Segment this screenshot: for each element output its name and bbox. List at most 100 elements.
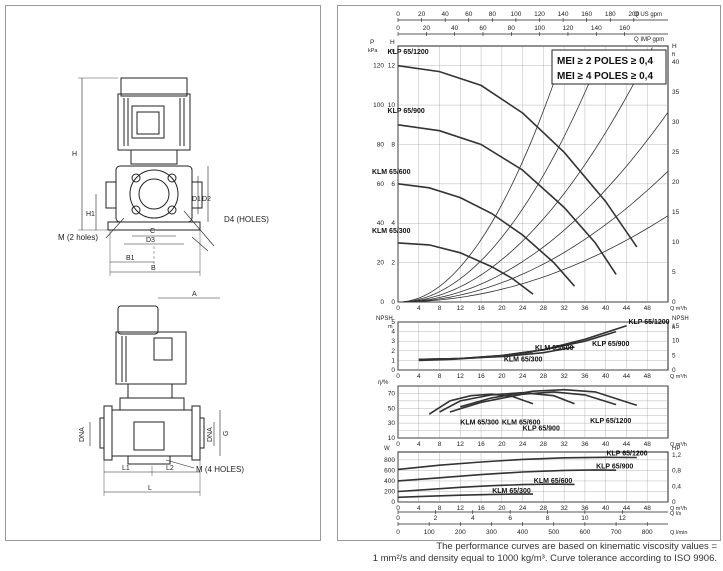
head-ft-tick: 15 — [672, 209, 680, 216]
dim-label-h: H — [72, 151, 77, 158]
bottom-dimension-labels: A DNA DNA G L1 L2 L M (4 HOLES) — [79, 291, 244, 492]
dim-label-a: A — [192, 291, 197, 298]
npsh-m-unit: m — [388, 324, 393, 330]
head-x-tick: 12 — [457, 305, 465, 312]
npsh-series-label: KLP 65/900 — [592, 341, 629, 348]
lmin-tick-label: 600 — [579, 529, 590, 536]
head-x-tick: 36 — [581, 305, 589, 312]
head-kpa-tick: 0 — [380, 299, 384, 306]
head-kpa-tick: 100 — [373, 102, 384, 109]
npsh-x-unit: Q m³/h — [670, 374, 687, 380]
lmin-tick-label: 100 — [424, 529, 435, 536]
head-ft-tick: 40 — [672, 59, 680, 66]
head-series-label: KLP 65/900 — [388, 108, 425, 115]
eff-series-label: KLP 65/900 — [523, 426, 560, 433]
power-hp-tick: 0,4 — [672, 483, 681, 490]
power-w-label: W — [384, 446, 390, 452]
footnote-line-1: The performance curves are based on kine… — [436, 541, 717, 552]
npsh-ft-tick: 15 — [672, 323, 680, 330]
power-x-tick: 0 — [396, 505, 400, 512]
power-series-label: KLP 65/900 — [596, 463, 633, 470]
us-gpm-tick-label: 100 — [510, 11, 521, 18]
pump-flange-circle — [129, 169, 179, 219]
dim-label-b1: B1 — [126, 255, 135, 262]
eff-x-tick: 0 — [396, 441, 400, 448]
dimension-drawing: H H1 D1 D2 C D3 B1 B M (2 holes) D4 (HOL… — [58, 77, 269, 496]
npsh-x-tick: 8 — [438, 373, 442, 380]
power-series-label: KLM 65/300 — [492, 488, 531, 495]
inlet-flange — [103, 405, 113, 461]
head-ft-tick: 35 — [672, 89, 680, 96]
us-gpm-tick-label: 40 — [442, 11, 450, 18]
npsh-ft-tick: 5 — [672, 352, 676, 359]
eff-x-tick: 36 — [581, 441, 589, 448]
outlet-flange — [191, 405, 201, 461]
imp-gpm-tick-label: 120 — [563, 25, 574, 32]
us-gpm-tick-label: 60 — [465, 11, 473, 18]
head-kpa-tick: 80 — [377, 141, 385, 148]
head-ft-tick: 10 — [672, 239, 680, 246]
eff-label: η/% — [378, 380, 389, 386]
lmin-tick-label: 800 — [642, 529, 653, 536]
power-curve-klp-65-900 — [397, 469, 617, 482]
lmin-tick-label: 700 — [611, 529, 622, 536]
npsh-x-tick: 44 — [623, 373, 631, 380]
npsh-ft-tick: 10 — [672, 338, 680, 345]
eff-x-unit: Q m³/h — [670, 442, 687, 448]
npsh-right-label: NPSH — [672, 316, 689, 322]
power-x-tick: 20 — [498, 505, 506, 512]
imp-gpm-tick-label: 20 — [423, 25, 431, 32]
eff-curve-klp-65-900 — [449, 391, 617, 413]
head-x-unit: Q m³/h — [670, 306, 687, 312]
head-series-label: KLM 65/600 — [372, 169, 411, 176]
power-x-tick: 44 — [623, 505, 631, 512]
npsh-x-tick: 20 — [498, 373, 506, 380]
system-curve — [397, 56, 601, 303]
head-x-tick: 28 — [540, 305, 548, 312]
head-x-tick: 8 — [438, 305, 442, 312]
lmin-tick-label: 300 — [486, 529, 497, 536]
head-series-label: KLM 65/300 — [372, 228, 411, 235]
system-curve — [397, 52, 565, 303]
ls-tick-label: 10 — [581, 515, 589, 522]
head-x-tick: 48 — [644, 305, 652, 312]
lmin-unit: Q l/min — [670, 530, 687, 536]
system-curve — [397, 111, 669, 303]
power-x-tick: 36 — [581, 505, 589, 512]
eff-tick: 10 — [388, 435, 396, 442]
head-m-tick: 12 — [388, 63, 396, 70]
npsh-x-tick: 12 — [457, 373, 465, 380]
power-curve-klm-65-600 — [397, 483, 575, 493]
side-motor-fan — [117, 305, 159, 335]
head-h-label: H — [390, 39, 395, 46]
footnote: The performance curves are based on kine… — [217, 541, 717, 565]
head-x-tick: 16 — [477, 305, 485, 312]
us-gpm-tick-label: 140 — [558, 11, 569, 18]
head-x-tick: 20 — [498, 305, 506, 312]
dim-label-dna-left: DNA — [79, 427, 86, 442]
power-w-tick: 600 — [384, 467, 395, 474]
lmin-tick-label: 0 — [396, 529, 400, 536]
npsh-ft-tick: 0 — [672, 367, 676, 374]
dim-label-dna-right: DNA — [207, 427, 214, 442]
mei-2-poles: MEI ≥ 2 POLES ≥ 0,4 — [557, 56, 653, 67]
head-m-tick: 10 — [388, 102, 396, 109]
dim-label-d3: D3 — [146, 237, 155, 244]
npsh-m-tick: 4 — [391, 329, 395, 336]
head-p-label: P — [370, 39, 374, 46]
power-x-tick: 40 — [602, 505, 610, 512]
head-kpa-tick: 60 — [377, 181, 385, 188]
eff-curve-klm-65-600 — [439, 391, 575, 413]
dim-label-h1: H1 — [86, 211, 95, 218]
power-w-tick: 0 — [391, 499, 395, 506]
power-hp-tick: 0 — [672, 499, 676, 506]
eff-x-tick: 32 — [561, 441, 569, 448]
eff-x-tick: 44 — [623, 441, 631, 448]
npsh-x-tick: 48 — [644, 373, 652, 380]
head-m-unit: m — [390, 48, 395, 54]
head-x-tick: 32 — [561, 305, 569, 312]
imp-gpm-tick-label: 140 — [591, 25, 602, 32]
